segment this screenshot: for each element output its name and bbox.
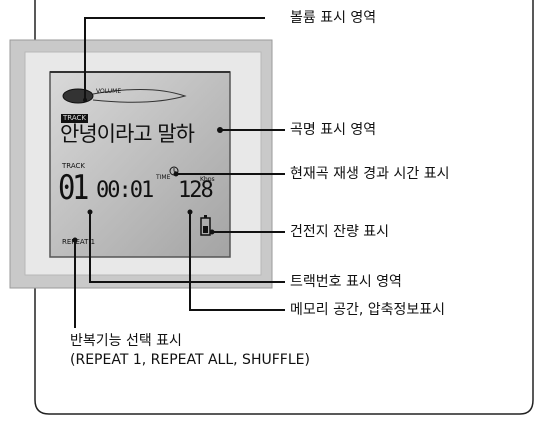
- leader-volume: [84, 17, 265, 100]
- track-label: TRACK: [62, 162, 85, 170]
- callout-elapsed-time: 현재곡 재생 경과 시간 표시: [290, 166, 450, 182]
- repeat-note-title: 반복기능 선택 표시: [70, 333, 182, 349]
- leader-repeat-dot: [72, 237, 78, 243]
- leader-track-dot: [87, 209, 93, 215]
- leader-memory: [189, 212, 285, 311]
- callout-track-number: 트랙번호 표시 영역: [290, 274, 402, 290]
- callout-title-area: 곡명 표시 영역: [290, 122, 377, 138]
- battery-level: [203, 226, 208, 233]
- leader-battery-dot: [209, 229, 215, 235]
- callout-volume-area: 볼륨 표시 영역: [290, 10, 377, 26]
- callout-memory-compression: 메모리 공간, 압축정보표시: [290, 302, 446, 318]
- song-title: 안녕이라고 말하: [60, 122, 195, 146]
- repeat-note: 반복기능 선택 표시 (REPEAT 1, REPEAT ALL, SHUFFL…: [70, 332, 310, 370]
- time-label: TIME: [156, 174, 171, 181]
- callout-battery: 건전지 잔량 표시: [290, 224, 390, 240]
- leader-track-number: [89, 212, 285, 283]
- volume-icon: [62, 88, 94, 104]
- diagram-frame: [34, 0, 534, 415]
- track-number: 01: [58, 168, 89, 208]
- elapsed-time: 00:01: [96, 178, 154, 203]
- leader-time-dot: [173, 171, 179, 177]
- repeat-note-options: (REPEAT 1, REPEAT ALL, SHUFFLE): [70, 352, 310, 368]
- track-badge: TRACK: [61, 114, 88, 123]
- leader-title-dot: [217, 127, 223, 133]
- leader-memory-dot: [187, 209, 193, 215]
- volume-bar: [92, 89, 187, 103]
- volume-label: VOLUME: [96, 88, 122, 95]
- bitrate-unit: Kbps: [200, 176, 215, 183]
- battery-terminal: [204, 215, 207, 218]
- leader-volume-dot: [83, 98, 87, 102]
- repeat-label: REPEAT 1: [62, 238, 96, 246]
- bitrate-value: 128: [178, 178, 214, 203]
